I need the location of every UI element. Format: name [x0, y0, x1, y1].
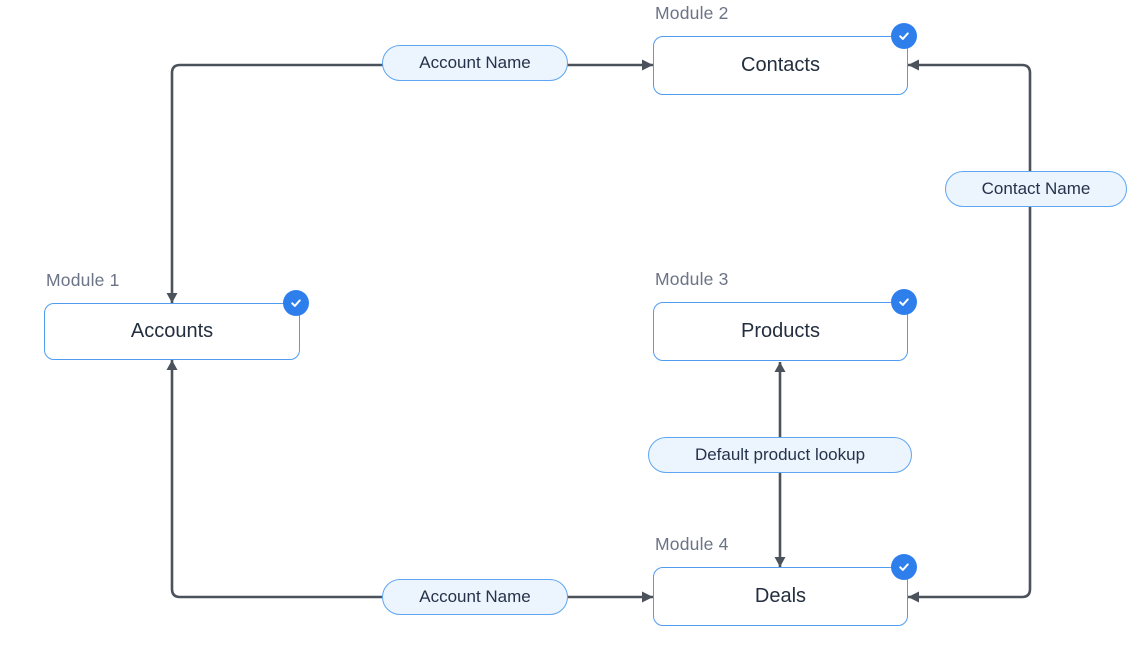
arrowhead	[908, 591, 919, 603]
edge-label-account-name-top[interactable]: Account Name	[382, 45, 568, 81]
check-icon	[291, 299, 301, 307]
edge-label-text: Default product lookup	[694, 445, 866, 464]
check-icon	[899, 563, 909, 571]
connector-accounts-deals	[170, 360, 653, 599]
arrowhead	[642, 59, 653, 71]
arrowhead	[774, 557, 786, 567]
module-label: Module 3	[655, 269, 729, 289]
edge-label-contact-name[interactable]: Contact Name	[945, 171, 1127, 207]
module-label: Module 1	[46, 270, 120, 290]
arrowhead	[908, 59, 919, 71]
arrowhead	[642, 591, 653, 603]
node-contacts[interactable]: Module 2 Contacts	[653, 3, 917, 95]
arrowhead	[166, 293, 178, 303]
arrowheads	[166, 59, 919, 603]
node-box-products[interactable]: Products	[653, 302, 908, 361]
module-label: Module 4	[655, 534, 729, 554]
arrowhead	[166, 360, 178, 370]
node-label: Products	[741, 320, 820, 342]
node-deals[interactable]: Module 4 Deals	[653, 534, 917, 626]
check-icon	[899, 32, 909, 40]
connector-contacts-deals	[908, 63, 1032, 599]
check-badge	[283, 290, 309, 316]
node-label: Deals	[754, 585, 807, 607]
module-label: Module 2	[655, 3, 729, 23]
edge-label-text: Account Name	[419, 53, 531, 72]
edge-label-text: Contact Name	[981, 179, 1091, 198]
node-accounts[interactable]: Module 1 Accounts	[44, 270, 309, 360]
arrowhead	[774, 362, 786, 372]
connector-accounts-contacts	[170, 63, 653, 303]
check-badge	[891, 554, 917, 580]
node-label: Accounts	[130, 320, 214, 342]
node-box-accounts[interactable]: Accounts	[44, 303, 300, 360]
node-products[interactable]: Module 3 Products	[653, 269, 917, 361]
node-label: Contacts	[741, 54, 820, 76]
check-icon	[899, 298, 909, 306]
edge-label-text: Account Name	[419, 587, 531, 606]
edge-label-account-name-bottom[interactable]: Account Name	[382, 579, 568, 615]
node-box-contacts[interactable]: Contacts	[653, 36, 908, 95]
node-box-deals[interactable]: Deals	[653, 567, 908, 626]
check-badge	[891, 23, 917, 49]
edge-label-default-product-lookup[interactable]: Default product lookup	[648, 437, 912, 473]
check-badge	[891, 289, 917, 315]
